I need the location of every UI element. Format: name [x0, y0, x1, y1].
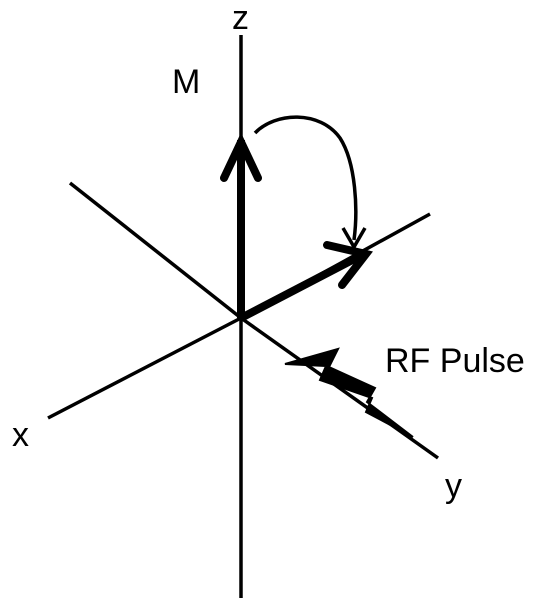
lightning-bolt-icon — [284, 347, 414, 438]
magnetization-label: M — [172, 63, 200, 101]
y-axis — [239, 316, 440, 460]
curved-arrow-icon — [253, 115, 358, 241]
x-axis — [47, 316, 242, 420]
x-axis-label: x — [12, 416, 29, 454]
x-axis-back — [68, 181, 243, 320]
tipped-vector — [239, 250, 366, 322]
curved-arrow-head — [341, 227, 367, 251]
magnetization-arrowhead — [220, 132, 262, 182]
tipped-vector-arrowhead — [323, 241, 373, 289]
rf-pulse-label: RF Pulse — [385, 342, 525, 380]
y-axis-label: y — [445, 467, 462, 505]
z-axis-label: z — [232, 0, 249, 37]
